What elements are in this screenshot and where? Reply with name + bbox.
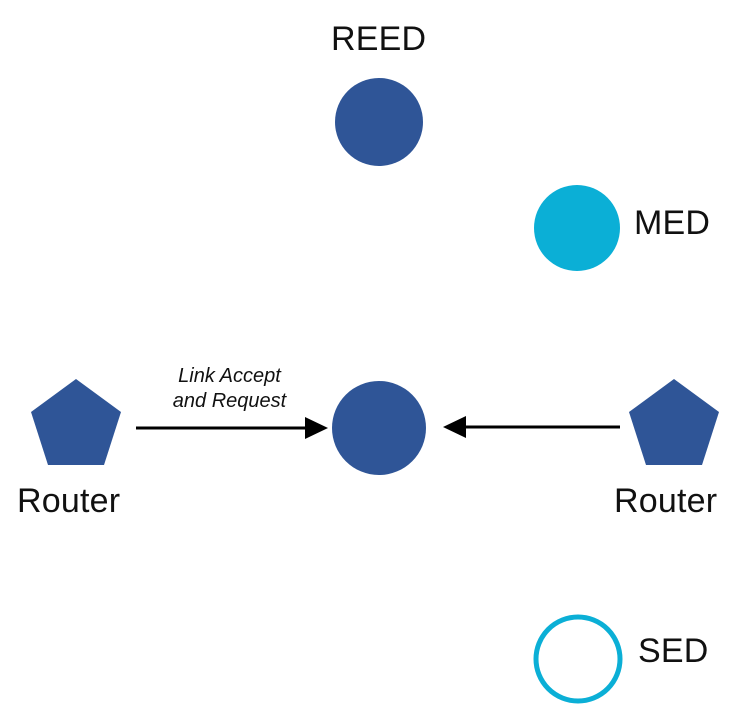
node-label-router-right: Router bbox=[614, 482, 718, 520]
node-label-sed: SED bbox=[638, 632, 709, 670]
edge-label-line-2: and Request bbox=[172, 390, 287, 412]
node-sed[interactable] bbox=[533, 614, 623, 704]
edge-label-link-accept-and-request: Link Accept and Request bbox=[152, 364, 307, 414]
node-router-left[interactable] bbox=[31, 379, 121, 465]
node-label-med: MED bbox=[634, 204, 711, 242]
node-med[interactable] bbox=[534, 185, 620, 271]
node-router-right[interactable] bbox=[629, 379, 719, 465]
edge-right-arrowhead bbox=[443, 416, 466, 438]
edge-left-arrowhead bbox=[305, 417, 328, 439]
edge-label-line-1: Link Accept bbox=[178, 365, 281, 387]
edge-left-to-center bbox=[136, 417, 328, 439]
node-reed[interactable] bbox=[335, 78, 423, 166]
node-leader[interactable] bbox=[332, 381, 426, 475]
edge-right-to-center bbox=[443, 416, 620, 438]
node-label-router-left: Router bbox=[17, 482, 121, 520]
node-label-reed: REED bbox=[331, 20, 427, 58]
